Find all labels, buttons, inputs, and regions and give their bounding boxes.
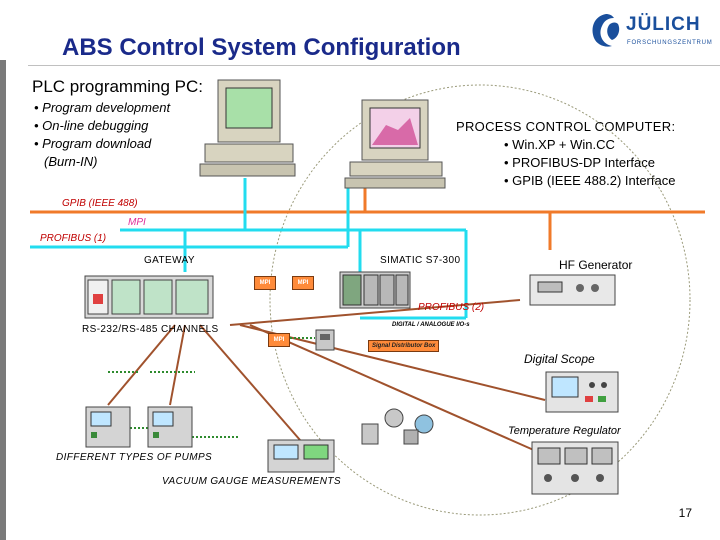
left-edge-bar xyxy=(0,60,6,540)
profibus1-label: PROFIBUS (1) xyxy=(40,233,107,244)
plc-bullet: • Program development xyxy=(34,100,171,115)
pump-controller-icon xyxy=(85,406,193,448)
pumps-label: DIFFERENT TYPES OF PUMPS xyxy=(56,452,213,463)
profibus2-label: PROFIBUS (2) xyxy=(418,302,485,313)
mpi-box: MPI xyxy=(268,333,290,347)
slide-title: ABS Control System Configuration xyxy=(62,34,461,61)
vacuum-gauge-icon xyxy=(267,439,335,473)
system-boundary-ellipse xyxy=(269,84,691,516)
digital-scope-icon xyxy=(545,371,619,413)
simatic-plc-icon xyxy=(339,271,411,309)
plc-heading: PLC programming PC: xyxy=(32,77,204,96)
plc-bullet: • On-line debugging xyxy=(34,118,149,133)
mpi-label: MPI xyxy=(128,217,146,228)
mpi-box: MPI xyxy=(254,276,276,290)
mpi-box: MPI xyxy=(292,276,314,290)
process-control-computer-icon xyxy=(344,99,446,189)
plc-bullet: (Burn-IN) xyxy=(44,154,98,169)
hf-generator-icon xyxy=(529,274,616,306)
temperature-regulator-icon xyxy=(531,441,619,495)
gpib-label: GPIB (IEEE 488) xyxy=(62,198,138,209)
plc-bullet: • Program download xyxy=(34,136,152,151)
logo-text: JÜLICH xyxy=(626,14,701,35)
plc-bullet-list: • Program development • On-line debuggin… xyxy=(34,99,170,171)
pcc-bullet: • GPIB (IEEE 488.2) Interface xyxy=(504,173,676,188)
temperature-regulator-label: Temperature Regulator xyxy=(508,425,621,437)
digital-scope-label: Digital Scope xyxy=(524,352,595,366)
rs-channels-label: RS-232/RS-485 CHANNELS xyxy=(82,324,219,335)
header-divider xyxy=(28,65,720,66)
simatic-label: SIMATIC S7-300 xyxy=(380,255,461,266)
logo-subtext: FORSCHUNGSZENTRUM xyxy=(627,40,713,46)
pcc-bullet: • Win.XP + Win.CC xyxy=(504,137,615,152)
dotted-connectors xyxy=(108,337,315,438)
juelich-logo-icon xyxy=(592,14,620,47)
pcc-block: PROCESS CONTROL COMPUTER: • Win.XP + Win… xyxy=(456,118,675,190)
gateway-rack-icon xyxy=(84,275,214,319)
io-device-icon xyxy=(315,329,434,445)
pcc-heading: PROCESS CONTROL COMPUTER: xyxy=(456,119,676,134)
hf-generator-label: HF Generator xyxy=(559,258,633,272)
gateway-label: GATEWAY xyxy=(144,255,195,266)
digital-analogue-label: DIGITAL / ANALOGUE I/O-s xyxy=(392,322,470,328)
page-number: 17 xyxy=(678,506,692,520)
pcc-bullet: • PROFIBUS-DP Interface xyxy=(504,155,655,170)
plc-computer-icon xyxy=(199,79,296,177)
vacuum-label: VACUUM GAUGE MEASUREMENTS xyxy=(162,476,341,487)
signal-box-icon: Signal Distributor Box xyxy=(368,340,440,352)
